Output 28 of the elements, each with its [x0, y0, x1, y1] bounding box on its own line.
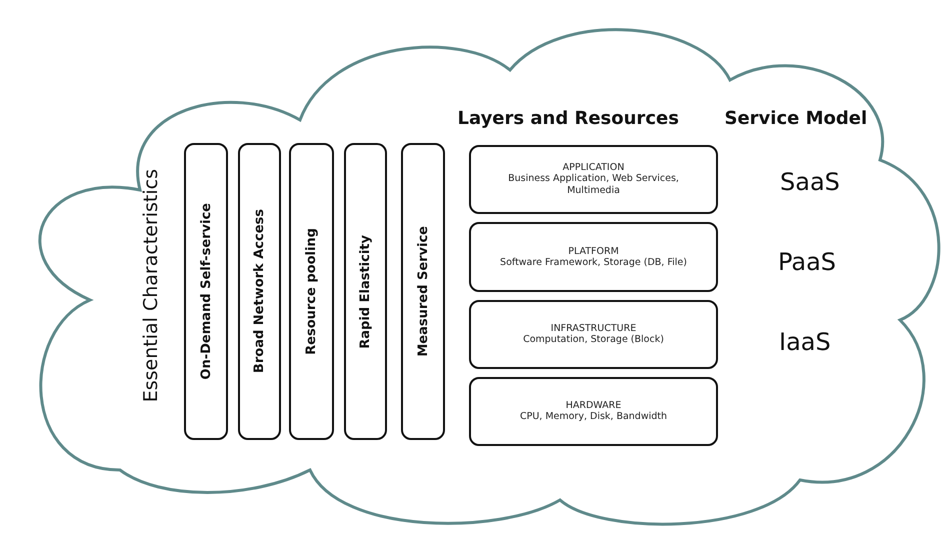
layer-title: PLATFORM: [568, 246, 619, 256]
row-heading: Essential Characteristics: [140, 168, 162, 402]
layer-box: [469, 222, 718, 292]
characteristic-name: Measured Service: [416, 226, 430, 357]
characteristic-name: On-Demand Self-service: [198, 203, 214, 380]
characteristic-name: Resource pooling: [304, 228, 319, 355]
layer-description: Computation, Storage (Block): [523, 334, 664, 346]
layer-box: [469, 145, 718, 214]
characteristic-box: [401, 143, 445, 440]
layer-description: Business Application, Web Services, Multimedia: [507, 173, 680, 197]
column-heading: Layers and Resources: [458, 108, 679, 128]
layer-description: Software Framework, Storage (DB, File): [500, 256, 687, 268]
characteristic-box: [344, 143, 387, 440]
service-model-name: PaaS: [778, 248, 836, 276]
characteristic-name: Rapid Elasticity: [358, 234, 373, 348]
layer-title: HARDWARE: [566, 400, 622, 411]
characteristic-name: Broad Network Access: [252, 209, 267, 374]
characteristic-box: [184, 143, 228, 440]
layer-title: APPLICATION: [562, 162, 624, 173]
service-model-name: SaaS: [780, 168, 840, 196]
layer-title: INFRASTRUCTURE: [550, 323, 636, 334]
layer-box: [469, 300, 718, 369]
layer-description: CPU, Memory, Disk, Bandwidth: [520, 411, 668, 423]
layer-box: [469, 377, 718, 446]
characteristic-box: [238, 143, 281, 440]
service-model-name: IaaS: [779, 328, 831, 356]
characteristic-box: [289, 143, 334, 440]
column-heading: Service Model: [724, 108, 868, 128]
